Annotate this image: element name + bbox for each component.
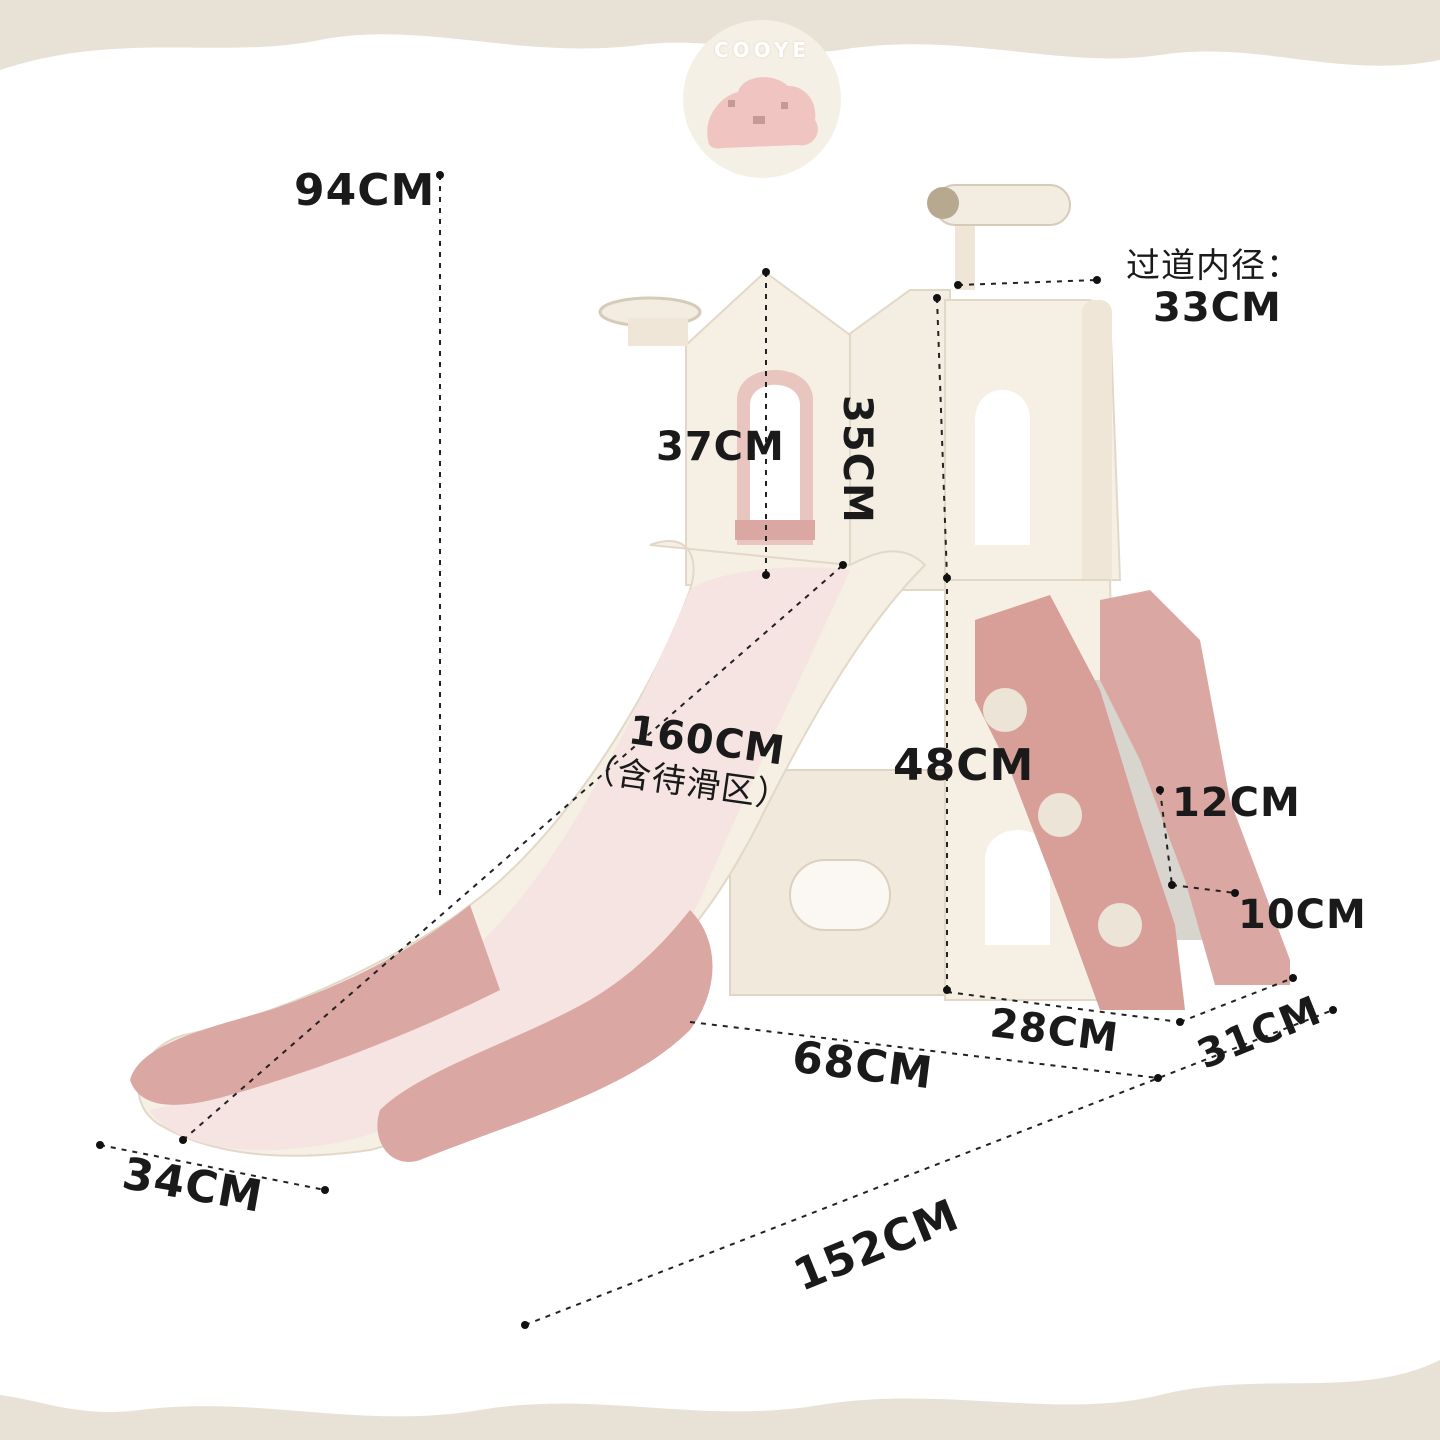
ladder-front-rail [975, 595, 1185, 1010]
dimension-endpoints [96, 171, 1337, 1329]
tunnel-opening [789, 859, 891, 931]
slide-front-guard [377, 910, 713, 1162]
dim-line-152 [524, 1009, 1334, 1326]
dim-step-depth: 10CM [1238, 892, 1367, 938]
dim-line-68 [689, 1021, 1159, 1079]
dim-line-12 [1159, 789, 1173, 886]
ladder-back-rail [1100, 590, 1290, 985]
tunnel-diameter-label: 过道内径： [1126, 246, 1301, 286]
dim-window-height: 37CM [656, 424, 785, 470]
tower-window-opening [750, 384, 800, 520]
dim-total-height: 94CM [294, 165, 436, 216]
ladder-bolt-1 [983, 688, 1027, 732]
tunnel-diameter-value: 33CM [1153, 285, 1282, 331]
telescope-post [955, 210, 975, 290]
tower-window-sill [735, 520, 815, 540]
ladder-bolt-2 [1038, 793, 1082, 837]
dim-step-gap: 12CM [1172, 780, 1301, 826]
dim-line-34 [99, 1144, 326, 1191]
tower-rail [1082, 300, 1112, 590]
telescope-lens [927, 187, 959, 219]
ladder-bolt-3 [1098, 903, 1142, 947]
base-panel-arch [985, 830, 1050, 945]
dim-panel-height: 35CM [834, 395, 880, 524]
dim-line-33 [957, 279, 1098, 286]
slide-surface [150, 567, 850, 1150]
dim-line-31 [1179, 977, 1294, 1023]
brand-logo: COOYE [683, 20, 841, 178]
brand-name: COOYE [713, 38, 811, 62]
dim-platform-height: 48CM [893, 740, 1035, 791]
dim-line-35 [936, 297, 948, 579]
dim-line-160 [182, 564, 844, 1141]
dimension-lines [99, 175, 1334, 1326]
slide-pink-edge [130, 905, 500, 1105]
hoop-bracket [628, 318, 688, 346]
bear-mascot-icon [707, 77, 818, 149]
tower-right-window [975, 390, 1030, 545]
